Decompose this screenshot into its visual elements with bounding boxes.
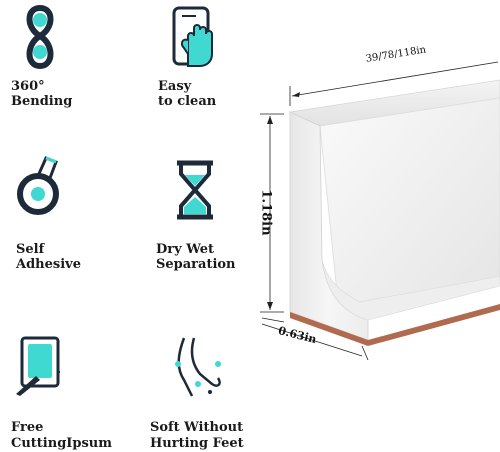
soft-feet-icon <box>170 334 230 398</box>
adhesive-tape-roll-icon <box>16 150 66 220</box>
feature-self-adhesive: Self Adhesive <box>0 140 120 280</box>
feature-easy-to-clean: Easy to clean <box>145 0 265 115</box>
feature-label-soft-line2: Hurting Feet <box>150 436 244 451</box>
feature-label-dry-line1: Dry Wet <box>156 242 215 257</box>
bending-360-icon <box>22 4 58 70</box>
feature-label-360-line2: Bending <box>11 94 73 109</box>
feature-label-clean-line1: Easy <box>158 79 192 94</box>
feature-label-360-line1: 360° <box>11 79 45 94</box>
hourglass-icon <box>175 160 215 220</box>
feature-label-adhesive-line1: Self <box>16 242 45 257</box>
feature-label-dry-line2: Separation <box>156 257 236 272</box>
feature-360-bending: 360° Bending <box>0 0 120 115</box>
seal-strip-drawing <box>260 61 500 361</box>
feature-label-cutting-line1: Free <box>11 420 44 435</box>
cutting-knife-icon <box>12 336 68 396</box>
easy-clean-hand-icon <box>170 6 220 70</box>
dimension-height-label: 1.18in <box>258 189 274 236</box>
feature-label-cutting-line2: CuttingIpsum <box>11 436 112 451</box>
feature-dry-wet-separation: Dry Wet Separation <box>145 140 275 280</box>
feature-label-soft-line1: Soft Without <box>150 420 244 435</box>
feature-soft-feet: Soft Without Hurting Feet <box>140 320 280 452</box>
feature-label-adhesive-line2: Adhesive <box>16 257 81 272</box>
feature-label-clean-line2: to clean <box>158 94 217 109</box>
product-illustration: 39/78/118in 1.18in 0.63in <box>240 40 500 400</box>
feature-free-cutting: Free CuttingIpsum <box>0 320 130 452</box>
